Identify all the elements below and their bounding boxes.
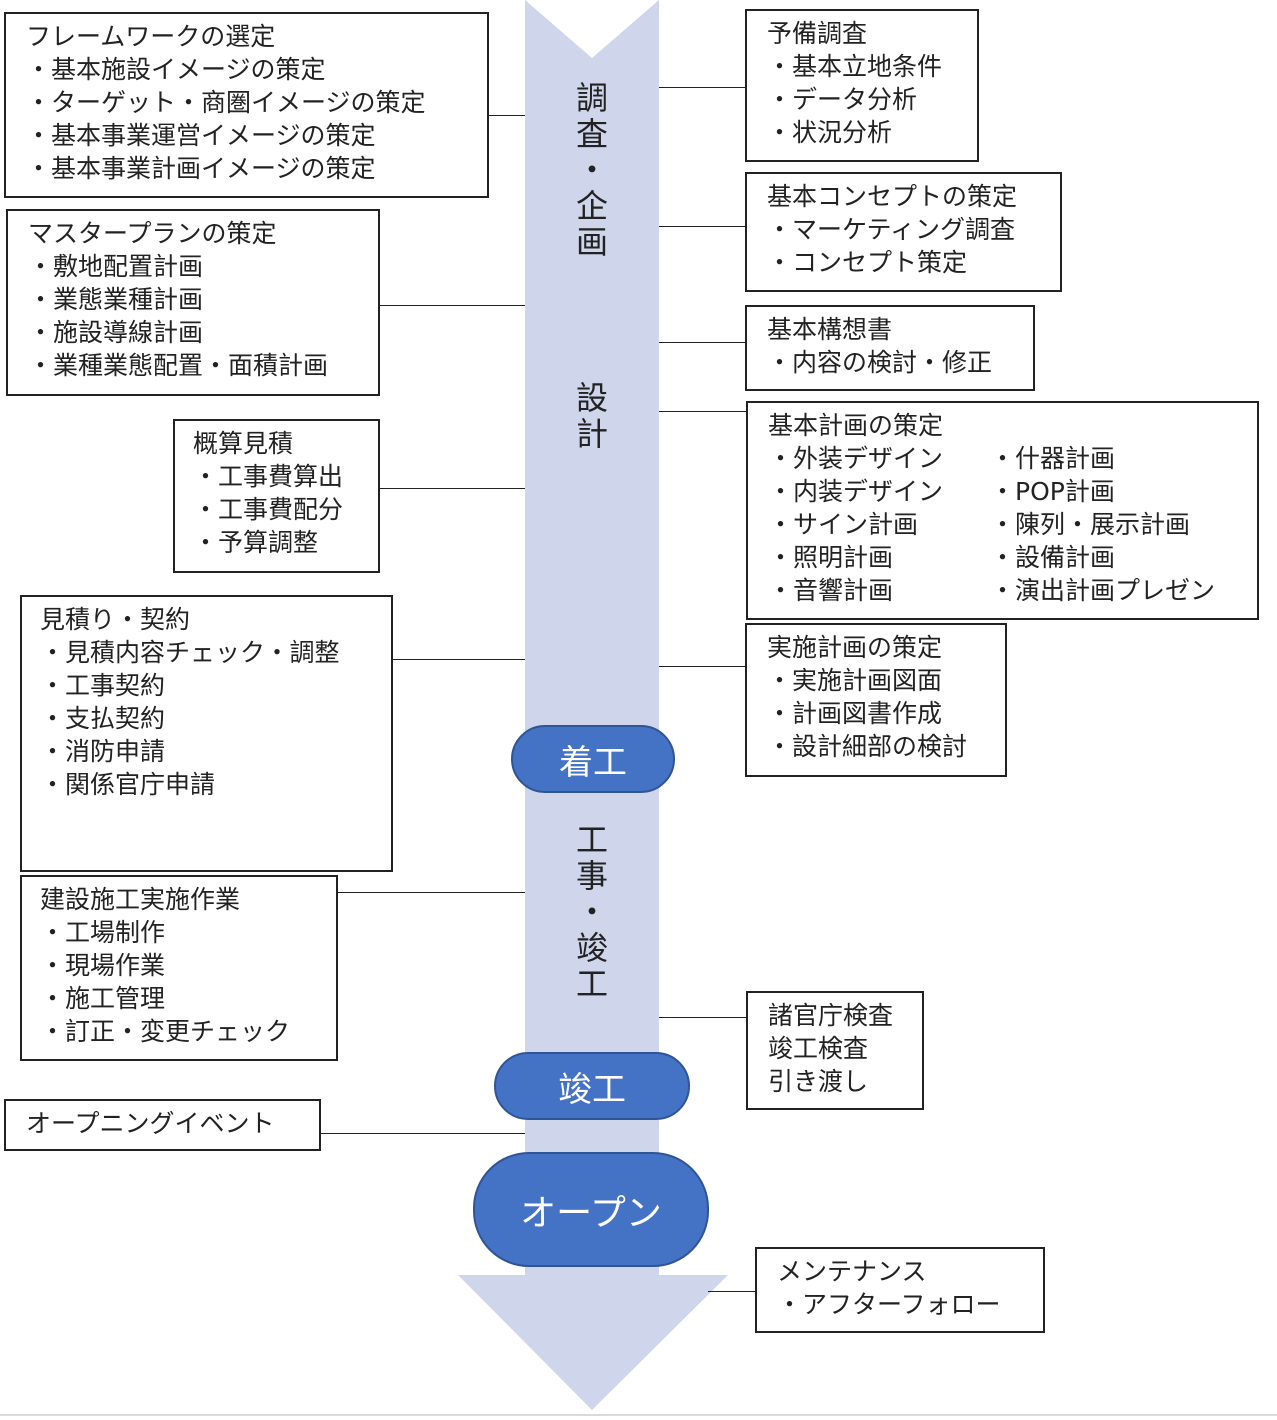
box-title: 実施計画の策定: [767, 633, 943, 662]
phase-label-survey: 調 査 ・ 企 画: [575, 79, 608, 261]
list-item: ・支払契約: [40, 704, 166, 733]
list-item: ・関係官庁申請: [40, 770, 216, 799]
list-item: ・POP計画: [990, 477, 1115, 506]
basic-plan-column-2: ・什器計画 ・POP計画 ・陳列・展示計画 ・設備計画 ・演出計画プレゼン: [990, 442, 1215, 607]
milestone-start-construction: 着工: [511, 725, 675, 793]
basic-plan-column-1: ・外装デザイン ・内装デザイン ・サイン計画 ・照明計画 ・音響計画: [768, 442, 990, 607]
box-rough-estimate: 概算見積 ・工事費算出 ・工事費配分 ・予算調整: [173, 419, 380, 573]
connector-contract: [391, 659, 525, 660]
list-item: ・音響計画: [768, 576, 894, 605]
list-item: ・照明計画: [768, 543, 894, 572]
list-item: ・設備計画: [990, 543, 1116, 572]
list-item: ・施設導線計画: [28, 318, 204, 347]
milestone-completion: 竣工: [494, 1052, 690, 1120]
list-item: ・実施計画図面: [767, 666, 943, 695]
list-item: ・什器計画: [990, 444, 1116, 473]
list-item: ・ターゲット・商圏イメージの策定: [26, 88, 426, 117]
list-item: 竣工検査: [768, 1034, 869, 1063]
list-item: ・陳列・展示計画: [990, 510, 1191, 539]
box-title: 予備調査: [767, 19, 868, 48]
phase-label-design: 設 計: [575, 379, 608, 453]
list-item: ・業種業態配置・面積計画: [28, 351, 329, 380]
list-item: 引き渡し: [768, 1067, 869, 1096]
milestone-opening: オープン: [473, 1152, 709, 1267]
list-item: ・基本立地条件: [767, 52, 943, 81]
box-basic-plan: 基本計画の策定 ・外装デザイン ・内装デザイン ・サイン計画 ・照明計画 ・音響…: [746, 401, 1259, 620]
box-implementation-plan: 実施計画の策定 ・実施計画図面 ・計画図書作成 ・設計細部の検討: [745, 623, 1007, 777]
connector-concept: [659, 226, 746, 227]
connector-maintenance: [708, 1291, 756, 1292]
list-item: ・マーケティング調査: [767, 215, 1016, 244]
box-title: 見積り・契約: [40, 605, 191, 634]
box-framework-selection: フレームワークの選定 ・基本施設イメージの策定 ・ターゲット・商圏イメージの策定…: [4, 12, 489, 198]
box-inspection: 諸官庁検査 竣工検査 引き渡し: [746, 991, 924, 1110]
list-item: ・工場制作: [40, 918, 166, 947]
list-item: 諸官庁検査: [768, 1001, 894, 1030]
box-title: 基本計画の策定: [768, 411, 944, 440]
box-maintenance: メンテナンス ・アフターフォロー: [755, 1247, 1045, 1333]
list-item: ・工事費算出: [193, 462, 344, 491]
basic-plan-columns: ・外装デザイン ・内装デザイン ・サイン計画 ・照明計画 ・音響計画 ・什器計画…: [768, 442, 1245, 607]
box-title: 建設施工実施作業: [40, 885, 241, 914]
list-item: ・アフターフォロー: [777, 1290, 1001, 1319]
connector-plan-doc: [659, 342, 746, 343]
connector-inspection: [659, 1017, 748, 1018]
list-item: ・内装デザイン: [768, 477, 944, 506]
list-item: ・設計細部の検討: [767, 732, 968, 761]
box-estimate-contract: 見積り・契約 ・見積内容チェック・調整 ・工事契約 ・支払契約 ・消防申請 ・関…: [20, 595, 393, 872]
connector-basic-plan: [659, 411, 748, 412]
list-item: ・基本施設イメージの策定: [26, 55, 326, 84]
list-item: ・訂正・変更チェック: [40, 1017, 291, 1046]
connector-preliminary: [659, 87, 746, 88]
list-item: ・工事費配分: [193, 495, 344, 524]
bottom-divider: [0, 1414, 1277, 1416]
connector-framework: [488, 115, 525, 116]
list-item: ・外装デザイン: [768, 444, 944, 473]
list-item: ・敷地配置計画: [28, 252, 204, 281]
box-preliminary-survey: 予備調査 ・基本立地条件 ・データ分析 ・状況分析: [745, 9, 979, 162]
list-item: ・計画図書作成: [767, 699, 943, 728]
box-masterplan: マスタープランの策定 ・敷地配置計画 ・業態業種計画 ・施設導線計画 ・業種業態…: [6, 209, 380, 396]
connector-masterplan: [379, 305, 525, 306]
list-item: ・内容の検討・修正: [767, 348, 993, 377]
box-title: 基本コンセプトの策定: [767, 182, 1018, 211]
list-item: ・工事契約: [40, 671, 166, 700]
list-item: ・現場作業: [40, 951, 166, 980]
box-construction-work: 建設施工実施作業 ・工場制作 ・現場作業 ・施工管理 ・訂正・変更チェック: [20, 875, 338, 1061]
list-item: ・消防申請: [40, 737, 166, 766]
list-item: ・施工管理: [40, 984, 166, 1013]
box-title: マスタープランの策定: [28, 219, 277, 248]
list-item: ・コンセプト策定: [767, 248, 968, 277]
connector-construction-work: [337, 892, 525, 893]
connector-opening-event: [320, 1133, 525, 1134]
box-basic-concept: 基本コンセプトの策定 ・マーケティング調査 ・コンセプト策定: [745, 172, 1062, 292]
list-item: ・状況分析: [767, 118, 893, 147]
list-item: ・データ分析: [767, 85, 918, 114]
list-item: ・基本事業計画イメージの策定: [26, 154, 376, 183]
phase-label-construction: 工 事 ・ 竣 工: [575, 821, 608, 1003]
list-item: ・サイン計画: [768, 510, 919, 539]
list-item: ・見積内容チェック・調整: [40, 638, 340, 667]
list-item: ・基本事業運営イメージの策定: [26, 121, 376, 150]
box-opening-event: オープニングイベント: [4, 1099, 321, 1151]
list-item: ・予算調整: [193, 528, 319, 557]
box-title: フレームワークの選定: [26, 22, 276, 51]
box-basic-plan-document: 基本構想書 ・内容の検討・修正: [745, 305, 1035, 391]
list-item: ・演出計画プレゼン: [990, 576, 1216, 605]
connector-estimate: [379, 488, 525, 489]
list-item: ・業態業種計画: [28, 285, 204, 314]
box-title: 基本構想書: [767, 315, 893, 344]
box-title: 概算見積: [193, 429, 294, 458]
box-title: メンテナンス: [777, 1257, 927, 1286]
connector-implementation: [659, 666, 746, 667]
box-title: オープニングイベント: [26, 1109, 275, 1138]
